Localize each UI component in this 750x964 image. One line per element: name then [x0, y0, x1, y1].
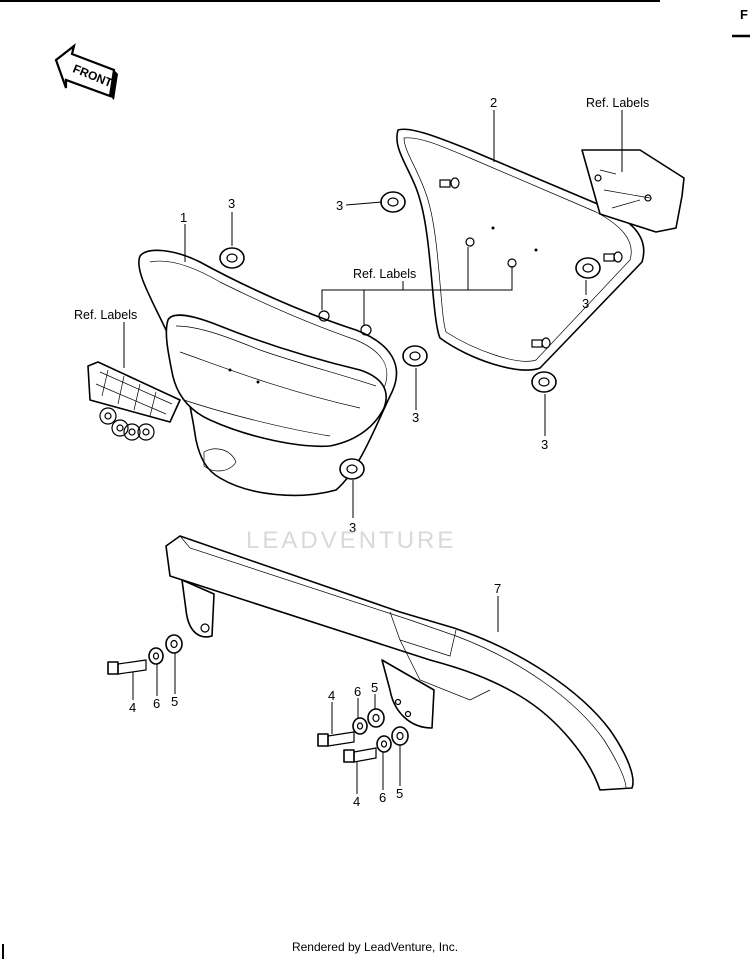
callout-6-c: 6 — [379, 790, 386, 805]
lock-washer-rear-lower — [376, 735, 392, 753]
lock-washer-front — [148, 647, 164, 665]
callout-7: 7 — [494, 581, 501, 596]
callout-3-f: 3 — [349, 520, 356, 535]
ref-label-left-part — [87, 361, 181, 441]
front-arrow-icon: FRONT — [54, 43, 118, 100]
watermark-text: LEADVENTURE — [246, 527, 457, 554]
washer-front — [165, 634, 183, 654]
callout-5-b: 5 — [371, 680, 378, 695]
bolt-front — [107, 659, 147, 675]
callout-3-a: 3 — [228, 196, 235, 211]
callout-2: 2 — [490, 95, 497, 110]
grommet-4 — [402, 345, 428, 367]
washer-rear-lower — [391, 726, 409, 746]
callout-3-b: 3 — [336, 198, 343, 213]
callout-6-b: 6 — [354, 684, 361, 699]
ref-labels-left: Ref. Labels — [74, 308, 137, 322]
callout-4-c: 4 — [353, 794, 360, 809]
callout-4-a: 4 — [129, 700, 136, 715]
chain-cover-part — [165, 535, 634, 791]
left-side-cover-part — [138, 249, 398, 497]
callout-3-e: 3 — [541, 437, 548, 452]
grommet-5 — [531, 371, 557, 393]
callout-5-c: 5 — [396, 786, 403, 801]
right-side-cover-part — [396, 128, 645, 371]
washer-rear-upper — [367, 708, 385, 728]
callout-6-a: 6 — [153, 696, 160, 711]
callout-4-b: 4 — [328, 688, 335, 703]
leader-lines — [123, 110, 623, 794]
lock-washer-rear-upper — [352, 717, 368, 735]
page-tab-letter: F — [740, 7, 748, 22]
ref-label-right-part — [581, 149, 685, 233]
ref-labels-center: Ref. Labels — [353, 267, 416, 281]
ref-labels-top-right: Ref. Labels — [586, 96, 649, 110]
callout-5-a: 5 — [171, 694, 178, 709]
grommet-6 — [339, 458, 365, 480]
callout-numbers: 1 2 3 3 3 3 3 3 7 4 6 5 4 6 5 4 6 5 Ref.… — [74, 95, 649, 809]
fastener-parts — [107, 634, 409, 763]
bolt-rear-lower — [343, 747, 377, 763]
grommet-2 — [380, 191, 406, 213]
bolt-rear-upper — [317, 731, 355, 747]
callout-3-d: 3 — [412, 410, 419, 425]
grommet-1 — [219, 247, 245, 269]
grommet-3 — [575, 257, 601, 279]
callout-3-c: 3 — [582, 296, 589, 311]
callout-1: 1 — [180, 210, 187, 225]
footer-credit: Rendered by LeadVenture, Inc. — [291, 940, 459, 954]
